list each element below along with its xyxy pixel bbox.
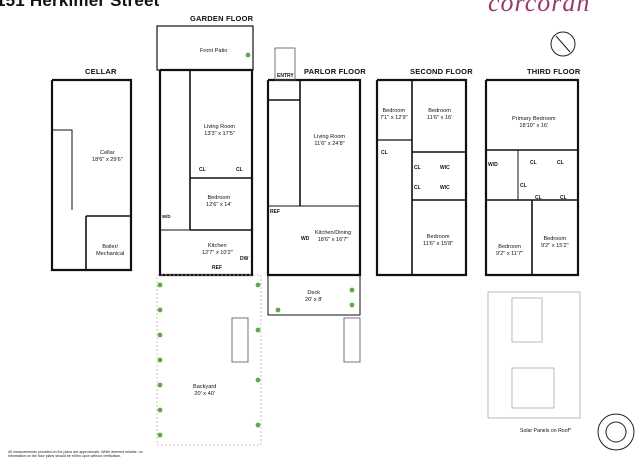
north-arrow-icon: [550, 31, 576, 57]
front-patio: Front Patio: [200, 48, 228, 54]
parlor-living-room: Living Room 11'6" x 24'8": [314, 134, 345, 148]
washer-dryer-label: WD: [301, 236, 310, 242]
closet-label: CL: [557, 160, 564, 166]
floor-label-third: THIRD FLOOR: [527, 67, 581, 76]
washer-dryer-label: W/D: [488, 162, 498, 168]
room-dimensions: 13'3" x 17'5": [204, 131, 235, 137]
closet-label: CL: [199, 167, 206, 173]
room-name: Bedroom: [543, 236, 567, 242]
closet-label: CL: [520, 183, 527, 189]
room-dimensions: 18'10" x 16': [519, 123, 549, 129]
room-dimensions: 12'7" x 10'2": [202, 250, 233, 256]
room-name-line2: Mechanical: [96, 251, 125, 257]
room-name: Backyard: [193, 384, 217, 390]
cellar-plan: [50, 78, 133, 272]
entry-label: ENTRY: [277, 73, 294, 79]
room-name: Bedroom: [207, 195, 231, 201]
boiler-room: Boiler/ Mechanical: [96, 244, 124, 258]
garden-bedroom: Bedroom 12'6" x 14': [206, 195, 232, 209]
walk-in-closet-label: WIC: [440, 165, 450, 171]
room-name: Kitchen/Dining: [315, 230, 352, 236]
brand-seal-icon: [597, 413, 635, 451]
dishwasher-label: DW: [240, 256, 249, 262]
closet-label: CL: [236, 167, 243, 173]
room-dimensions: 18'6" x 29'6": [92, 157, 123, 163]
second-bedroom-1: Bedroom 7'1" x 12'9": [380, 108, 408, 122]
room-dimensions: 7'1" x 12'9": [380, 115, 408, 121]
room-dimensions: 9'2" x 11'7": [496, 251, 524, 257]
room-dimensions: 20' x 40': [194, 391, 215, 397]
room-dimensions: 18'6" x 16'7": [317, 237, 349, 243]
closet-label: CL: [414, 165, 421, 171]
second-bedroom-3: Bedroom 11'6" x 15'8": [423, 234, 453, 248]
third-primary-bedroom: Primary Bedroom 18'10" x 16': [512, 116, 556, 130]
room-name: Living Room: [204, 124, 236, 130]
room-name: Primary Bedroom: [512, 116, 556, 122]
garden-floor-plan: [156, 25, 262, 446]
closet-label: CL: [535, 195, 542, 201]
room-name: Cellar: [100, 150, 115, 156]
refrigerator-label: REF: [270, 209, 280, 215]
room-name: Living Room: [314, 134, 346, 140]
solar-panels-label: Solar Panels on Roof*: [520, 428, 572, 434]
second-bedroom-2: Bedroom 11'6" x 16': [427, 108, 452, 122]
room-name: Kitchen: [208, 243, 227, 249]
room-name: Bedroom: [498, 244, 521, 250]
backyard: Backyard 20' x 40': [193, 384, 216, 398]
room-name: Deck: [307, 290, 321, 296]
closet-label: CL: [414, 185, 421, 191]
garden-living-room: Living Room 13'3" x 17'5": [204, 124, 235, 138]
garden-kitchen: Kitchen 12'7" x 10'2": [202, 243, 233, 257]
cellar-room: Cellar 18'6" x 29'6": [92, 150, 123, 164]
room-dimensions: 20' x 8': [305, 297, 323, 303]
floor-label-second: SECOND FLOOR: [410, 67, 473, 76]
walk-in-closet-label: WIC: [440, 185, 450, 191]
room-dimensions: 11'6" x 15'8": [423, 241, 454, 247]
roof-plan: [487, 291, 581, 419]
room-name-line1: Boiler/: [102, 244, 119, 250]
floor-label-cellar: CELLAR: [85, 67, 117, 76]
third-bedroom-2: Bedroom 9'2" x 11'7": [496, 244, 523, 258]
closet-label: CL: [560, 195, 567, 201]
room-dimensions: 12'6" x 14': [206, 202, 232, 208]
brand-logo: corcoran: [488, 0, 591, 17]
room-dimensions: 9'2" x 15'2": [541, 243, 569, 249]
closet-label: CL: [530, 160, 537, 166]
room-name: Bedroom: [382, 108, 406, 114]
second-floor-plan: [375, 78, 468, 277]
closet-label: CL: [381, 150, 388, 156]
third-floor-plan: [484, 78, 580, 277]
measurement-disclaimer: All measurements provided on the plans a…: [8, 450, 143, 459]
parlor-floor-plan: [266, 78, 362, 316]
floor-label-garden: GARDEN FLOOR: [190, 14, 254, 23]
floor-label-parlor: PARLOR FLOOR: [304, 67, 366, 76]
washer-dryer-label: W/D: [162, 214, 171, 219]
room-name: Bedroom: [426, 234, 450, 240]
parlor-kitchen-dining: Kitchen/Dining 18'6" x 16'7": [315, 230, 351, 244]
room-dimensions: 11'6" x 16': [427, 115, 453, 121]
deck: Deck 20' x 8': [305, 290, 322, 304]
room-dimensions: 11'6" x 24'8": [314, 141, 345, 147]
refrigerator-label: REF: [212, 265, 222, 271]
listing-address: 151 Herkimer Street: [0, 0, 160, 10]
third-bedroom-3: Bedroom 9'2" x 15'2": [541, 236, 569, 250]
room-name: Bedroom: [428, 108, 451, 114]
